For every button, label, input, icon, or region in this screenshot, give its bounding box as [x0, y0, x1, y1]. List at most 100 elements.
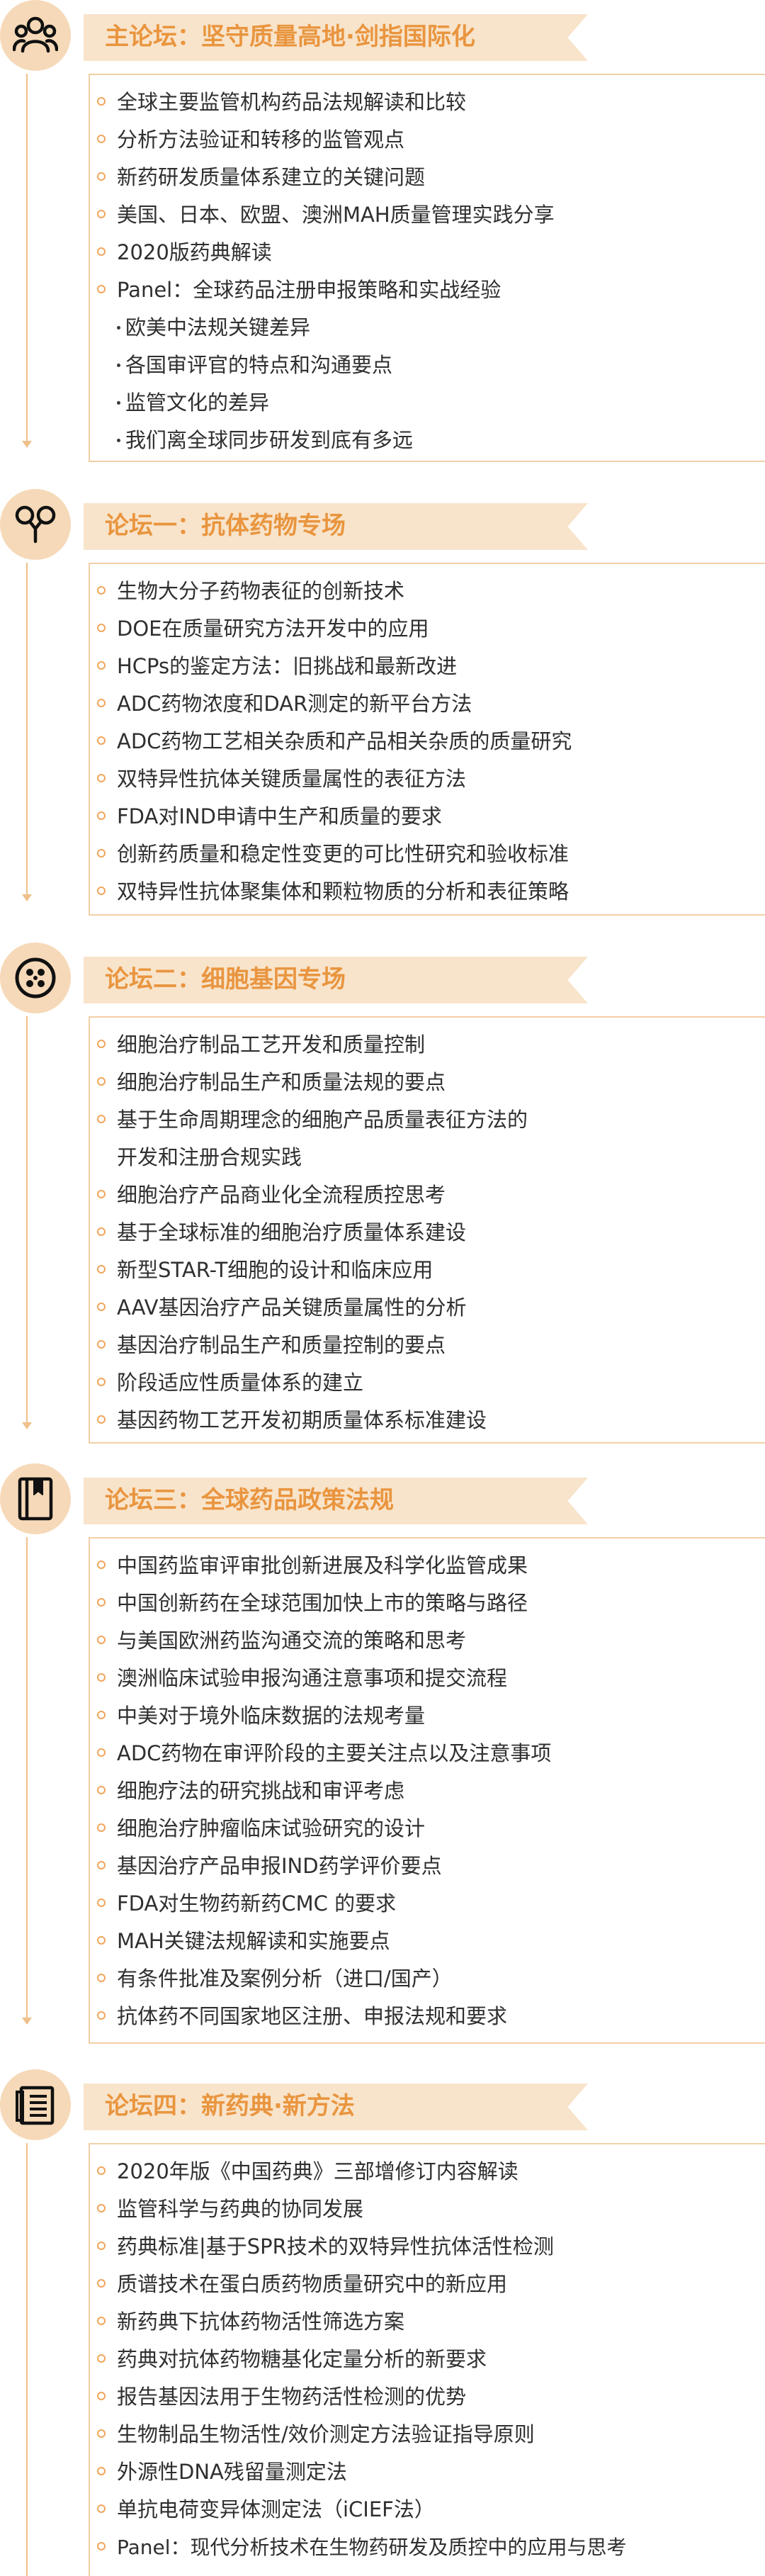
bullet-icon [97, 887, 106, 895]
sub-bullet-icon [117, 439, 120, 442]
list-item: 创新药质量和稳定性变更的可比性研究和验收标准 [97, 836, 572, 873]
list-item: DOE在质量研究方法开发中的应用 [97, 610, 572, 648]
section-antibody-forum: 论坛一：抗体药物专场 生物大分子药物表征的创新技术 DOE在质量研究方法开发中的… [0, 489, 765, 918]
bullet-icon [97, 1636, 106, 1644]
list-item: 监管科学与药典的协同发展 [97, 2190, 627, 2228]
list-item: 新药研发质量体系建立的关键问题 [97, 159, 555, 196]
timeline-line [26, 2143, 28, 2576]
list-item: 阶段适应性质量体系的建立 [97, 1364, 528, 1402]
list-item: 药典对抗体药物糖基化定量分析的新要求 [97, 2341, 627, 2378]
section-title: 论坛一：抗体药物专场 [105, 512, 346, 540]
bullet-icon [97, 1560, 106, 1569]
sub-bullet-icon [117, 364, 120, 367]
section-title: 论坛二：细胞基因专场 [105, 965, 346, 994]
bullet-icon [97, 97, 106, 106]
people-icon [0, 0, 71, 71]
bullet-icon [97, 661, 106, 670]
list-item: MAH关键法规解读和实施要点 [97, 1923, 551, 1960]
section-banner [84, 957, 588, 1003]
bullet-icon [97, 2429, 106, 2438]
bullet-icon [97, 172, 106, 181]
list-item: 与美国欧洲药监沟通交流的策略和思考 [97, 1622, 551, 1660]
bullet-icon [97, 1303, 106, 1311]
bullet-icon [97, 1115, 106, 1123]
book-icon [0, 1463, 71, 1534]
list-item: 质谱技术在蛋白质药物质量研究中的新应用 [97, 2266, 627, 2303]
list-item: 单抗电荷变异体测定法（iCIEF法） [97, 2491, 627, 2529]
item-list: 细胞治疗制品工艺开发和质量控制 细胞治疗制品生产和质量法规的要点 基于生命周期理… [97, 1026, 528, 1439]
list-item: 双特异性抗体关键质量属性的表征方法 [97, 760, 572, 798]
list-item: ADC药物浓度和DAR测定的新平台方法 [97, 685, 572, 723]
list-item: 中美对于境外临床数据的法规考量 [97, 1697, 551, 1735]
list-item: 有条件批准及案例分析（进口/国产） [97, 1960, 551, 1998]
bullet-icon [97, 1227, 106, 1236]
bullet-icon [97, 736, 106, 745]
items-frame [89, 74, 765, 462]
list-item-continuation: 开发和注册合规实践 [117, 1145, 302, 1169]
list-item: 生物大分子药物表征的创新技术 [97, 573, 572, 610]
bullet-icon [97, 2317, 106, 2325]
bullet-icon [97, 849, 106, 857]
list-item: 细胞治疗制品工艺开发和质量控制 [97, 1026, 528, 1064]
list-item: FDA对生物药新药CMC 的要求 [97, 1885, 551, 1923]
list-item: 分析方法验证和转移的监管观点 [97, 121, 555, 159]
timeline-line [26, 563, 28, 896]
sub-list-item: 各国审评官的特点和沟通要点 [97, 347, 555, 384]
bullet-icon [97, 2204, 106, 2212]
bullet-icon [97, 2467, 106, 2475]
timeline-line [26, 74, 28, 442]
bullet-icon [97, 1598, 106, 1607]
bullet-icon [97, 1415, 106, 1424]
list-item: 新药典下抗体药物活性筛选方案 [97, 2303, 627, 2341]
section-cell-gene-forum: 论坛二：细胞基因专场 细胞治疗制品工艺开发和质量控制 细胞治疗制品生产和质量法规… [0, 943, 765, 1446]
bullet-icon [97, 1936, 106, 1945]
list-item: FDA对IND申请中生产和质量的要求 [97, 798, 572, 836]
bullet-icon [97, 1786, 106, 1794]
section-main-forum: 主论坛：坚守质量高地·剑指国际化 全球主要监管机构药品法规解读和比较 分析方法验… [0, 0, 765, 464]
list-item: 中国创新药在全球范围加快上市的策略与路径 [97, 1585, 551, 1622]
item-list: 中国药监审评审批创新进展及科学化监管成果 中国创新药在全球范围加快上市的策略与路… [97, 1547, 551, 2035]
list-item: 基因药物工艺开发初期质量体系标准建设 [97, 1402, 528, 1439]
bullet-icon [97, 624, 106, 632]
section-pharmacopoeia-forum: 论坛四：新药典·新方法 2020年版《中国药典》三部增修订内容解读 监管科学与药… [0, 2069, 765, 2576]
bullet-icon [97, 135, 106, 143]
list-item: 2020版药典解读 [97, 234, 555, 271]
sub-list-item: 欧美中法规关键差异 [97, 309, 555, 347]
bullet-icon [97, 2279, 106, 2288]
document-icon [0, 2069, 71, 2140]
bullet-icon [97, 1673, 106, 1682]
items-frame [89, 563, 765, 916]
bullet-icon [97, 2542, 106, 2550]
items-frame [89, 2143, 765, 2576]
list-item: 细胞治疗制品生产和质量法规的要点 [97, 1064, 528, 1101]
bullet-icon [97, 1899, 106, 1907]
section-policy-forum: 论坛三：全球药品政策法规 中国药监审评审批创新进展及科学化监管成果 中国创新药在… [0, 1463, 765, 2045]
section-banner [84, 1478, 588, 1524]
list-item: 基于生命周期理念的细胞产品质量表征方法的开发和注册合规实践 [97, 1101, 528, 1176]
item-list: 生物大分子药物表征的创新技术 DOE在质量研究方法开发中的应用 HCPs的鉴定方… [97, 573, 572, 911]
list-item: 细胞治疗产品商业化全流程质控思考 [97, 1176, 528, 1214]
bullet-icon [97, 247, 106, 256]
list-item: 报告基因法用于生物药活性检测的优势 [97, 2378, 627, 2416]
list-item: 基于全球标准的细胞治疗质量体系建设 [97, 1214, 528, 1252]
bullet-icon [97, 1340, 106, 1349]
section-banner [84, 14, 588, 61]
bullet-icon [97, 1711, 106, 1719]
sub-bullet-icon [117, 326, 120, 330]
list-item: Panel：现代分析技术在生物药研发及质控中的应用与思考 [97, 2529, 627, 2566]
section-title: 主论坛：坚守质量高地·剑指国际化 [105, 23, 475, 51]
bullet-icon [97, 774, 106, 782]
list-item: 中国药监审评审批创新进展及科学化监管成果 [97, 1547, 551, 1585]
bullet-icon [97, 1077, 106, 1086]
list-item: 抗体药不同国家地区注册、申报法规和要求 [97, 1998, 551, 2035]
item-list: 全球主要监管机构药品法规解读和比较 分析方法验证和转移的监管观点 新药研发质量体… [97, 84, 555, 459]
bullet-icon [97, 2504, 106, 2513]
bullet-icon [97, 699, 106, 707]
item-list: 2020年版《中国药典》三部增修订内容解读 监管科学与药典的协同发展 药典标准|… [97, 2153, 627, 2566]
list-item: 双特异性抗体聚集体和颗粒物质的分析和表征策略 [97, 873, 572, 911]
bullet-icon [97, 1190, 106, 1198]
list-item: 基因治疗制品生产和质量控制的要点 [97, 1327, 528, 1364]
list-item: AAV基因治疗产品关键质量属性的分析 [97, 1289, 528, 1327]
bullet-icon [97, 1040, 106, 1048]
bullet-icon [97, 1974, 106, 1982]
